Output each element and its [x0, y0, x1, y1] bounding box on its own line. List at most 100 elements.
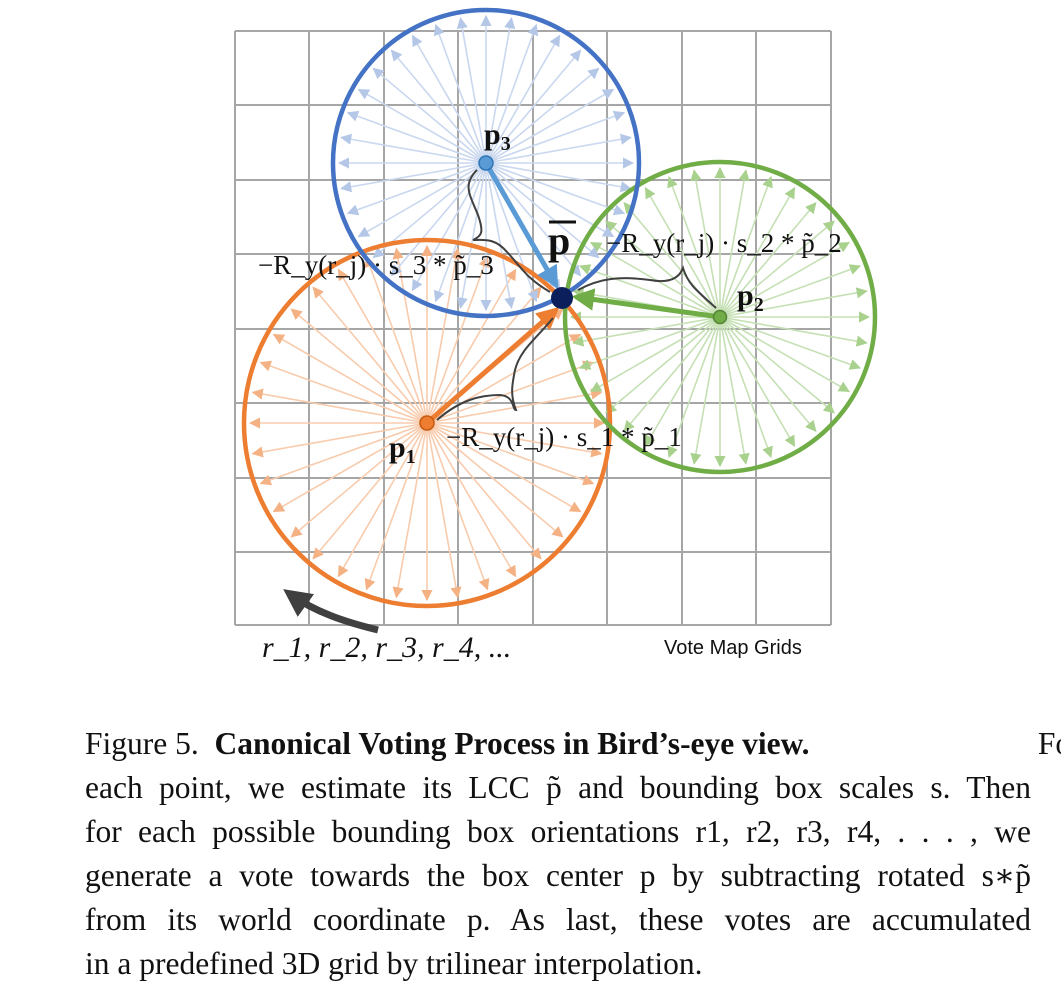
p2-vote-ray: [719, 316, 850, 393]
p1-vote-ray: [251, 388, 428, 424]
rotation-direction-arrow: [283, 589, 379, 634]
p2-vote-ray: [719, 287, 868, 318]
p1-vote-ray: [426, 422, 517, 578]
p3-vote-ray: [357, 162, 487, 238]
caption-line-1: Figure 5. Canonical Voting Process in Bi…: [85, 726, 1061, 761]
p3-vote-ray: [433, 23, 487, 164]
p2-vote-circle: [562, 159, 878, 475]
p3-vote-ray: [456, 17, 487, 164]
p3-vote-ray: [485, 162, 600, 259]
p2-to-center-arrow: [571, 288, 721, 320]
vote-formula-3: −R_y(r_j) · s_3 * p̃_3: [258, 250, 494, 280]
p1-vote-ray: [426, 422, 595, 486]
p3-vote-ray: [372, 67, 487, 164]
svg-text:p: p: [548, 218, 570, 263]
p1-point: [419, 415, 435, 431]
p1-vote-ray: [251, 422, 428, 458]
p1-vote-ray: [426, 247, 462, 424]
figure-number: Figure 5.: [85, 726, 199, 761]
p2-vote-ray: [690, 316, 721, 465]
p3-point: [478, 155, 494, 171]
caption-line-6: in a predefined 3D grid by trilinear int…: [85, 946, 703, 981]
p2-point: [712, 309, 728, 325]
p2-vote-ray: [719, 316, 817, 432]
p3-vote-ray: [346, 110, 487, 164]
p2-vote-ray: [719, 169, 750, 318]
p2-vote-ray: [590, 316, 721, 393]
p3-vote-ray: [485, 133, 632, 164]
caption-line-5: from its world coordinate p. As last, th…: [85, 902, 1031, 937]
p3-to-center-arrow: [483, 161, 559, 289]
vote-formula-2: −R_y(r_j) · s_2 * p̃_2: [606, 228, 842, 258]
p3-vote-ray: [485, 162, 582, 277]
p1-vote-ray: [312, 286, 428, 424]
p2-vote-ray: [572, 316, 721, 347]
p1-vote-ray: [426, 422, 603, 458]
p3-vote-ray: [390, 49, 487, 164]
p3-vote-ray: [485, 162, 632, 193]
p2-vote-ray: [719, 264, 862, 318]
rotation-sequence-label: r_1, r_2, r_3, r_4, ...: [262, 631, 511, 664]
figure-title: Canonical Voting Process in Bird’s-eye v…: [214, 726, 810, 761]
p1-vote-ray: [426, 422, 462, 599]
p2-vote-ray: [719, 175, 773, 318]
p3-vote-ray: [433, 162, 487, 303]
p3-label: p3: [484, 118, 511, 155]
vote-formula-1: −R_y(r_j) · s_1 * p̃_1: [446, 422, 682, 452]
brace-vote-3: [467, 169, 551, 293]
p2-vote-ray: [667, 316, 721, 459]
p3-vote-ray: [411, 162, 487, 292]
p1-vote-ray: [259, 422, 428, 486]
p2-vote-ray: [719, 316, 750, 465]
p3-vote-ray: [485, 162, 516, 309]
p2-vote-ray: [623, 316, 721, 432]
p2-vote-ray: [719, 316, 862, 370]
p1-vote-ray: [426, 268, 517, 424]
p1-vote-ray: [337, 268, 428, 424]
p2-label: p2: [737, 279, 764, 316]
p3-vote-ray: [485, 110, 626, 164]
p3-vote-circle: [330, 7, 642, 319]
p3-vote-ray: [485, 162, 626, 216]
p2-vote-ray: [605, 316, 721, 414]
p2-vote-ray: [644, 316, 721, 447]
p1-vote-ray: [337, 422, 428, 578]
p2-vote-ray: [690, 169, 721, 318]
p2-vote-rays: [569, 166, 871, 468]
p3-vote-ray: [340, 133, 487, 164]
p3-vote-ray: [485, 162, 539, 303]
voting-diagram: p3 p2 p1 p −R_y(r_j) · s_3 * p̃_3 −R_y(r…: [234, 7, 878, 664]
p1-vote-ray: [426, 255, 490, 424]
p1-vote-ray: [426, 422, 542, 560]
p3-vote-ray: [485, 162, 615, 238]
p1-vote-ray: [426, 422, 490, 591]
p1-vote-ray: [290, 422, 428, 538]
p3-vote-ray: [485, 67, 600, 164]
p2-vote-ray: [605, 220, 721, 318]
p2-vote-ray: [719, 220, 835, 318]
p1-vote-ray: [426, 422, 564, 538]
caption-line-2: each point, we estimate its LCC p̃ and b…: [85, 770, 1031, 805]
p2-vote-ray: [667, 175, 721, 318]
p1-vote-ray: [259, 360, 428, 424]
p3-vote-ray: [357, 88, 487, 164]
brace-vote-2: [577, 264, 717, 309]
p2-vote-ray: [719, 316, 868, 347]
p1-vote-ray: [290, 308, 428, 424]
p2-vote-ray: [578, 264, 721, 318]
p3-vote-ray: [485, 49, 582, 164]
p2-vote-ray: [719, 241, 850, 318]
p3-vote-ray: [456, 162, 487, 309]
p2-vote-ray: [590, 241, 721, 318]
p2-vote-ray: [719, 202, 817, 318]
p3-vote-ray: [485, 23, 539, 164]
p3-vote-ray: [485, 34, 561, 164]
vote-map-grids-label: Vote Map Grids: [664, 637, 802, 659]
p2-vote-ray: [644, 187, 721, 318]
p3-vote-ray: [340, 162, 487, 193]
p1-vote-ray: [426, 360, 595, 424]
p1-vote-ray: [392, 247, 428, 424]
p1-vote-ray: [364, 422, 428, 591]
p1-vote-ray: [272, 422, 428, 513]
p2-vote-ray: [719, 187, 796, 318]
